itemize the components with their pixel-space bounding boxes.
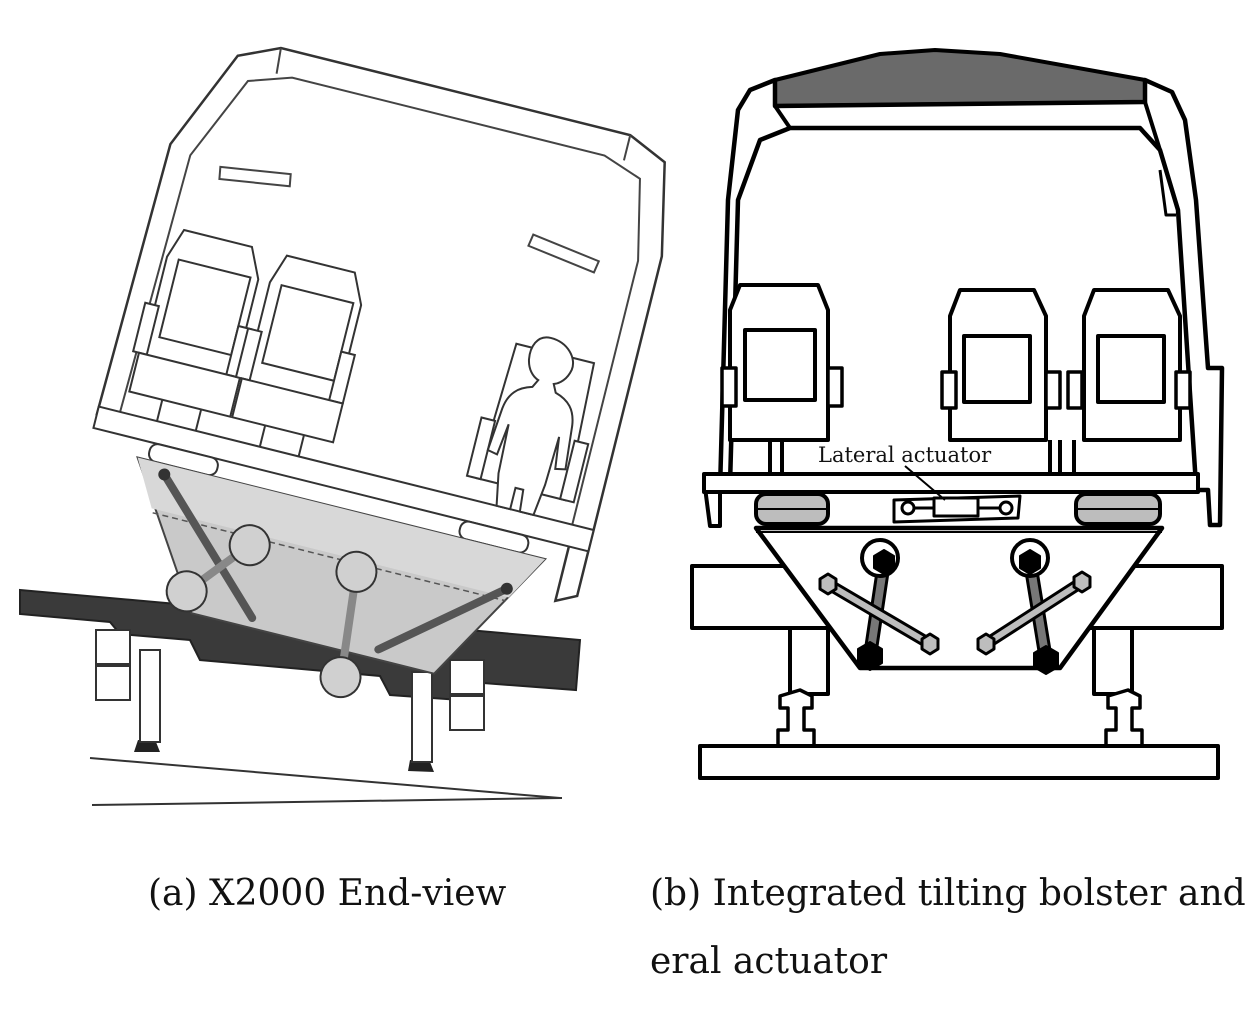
seat-left <box>720 283 844 474</box>
ground-sleeper <box>698 744 1220 780</box>
tilt-link-left <box>160 470 257 622</box>
joint-right-outer <box>1072 570 1092 594</box>
tilt-bolster-upper-band <box>137 457 546 598</box>
car-floor <box>702 472 1200 494</box>
pivot-upper-left <box>228 524 271 567</box>
wheel-box-left-1 <box>95 629 131 665</box>
lateral-actuator <box>892 494 1022 524</box>
bolster-dashed-line <box>152 512 507 602</box>
car-floor <box>92 405 595 553</box>
panel-b-drawing: Lateral actuator <box>690 48 1225 780</box>
pivot-upper-right <box>335 550 378 593</box>
joint-right-inner <box>976 632 996 656</box>
tilt-link-right <box>374 584 511 654</box>
caption-b-line-1: (b) Integrated tilting bolster and lat <box>650 873 1249 914</box>
roof-panel <box>773 48 1147 108</box>
luggage-rack-right <box>527 233 601 274</box>
caption-panel-b: (b) Integrated tilting bolster and lat e… <box>650 860 1249 996</box>
leg-left <box>139 649 161 743</box>
roof-line <box>275 47 282 74</box>
tilt-bolster <box>753 525 1165 671</box>
caption-a-line-1: (a) X2000 End-view <box>148 873 507 914</box>
joint-left-outer <box>818 572 838 596</box>
luggage-rack-left <box>218 165 292 188</box>
pivot-upper-left <box>873 549 895 575</box>
passenger-silhouette <box>486 336 574 517</box>
pivot-lower-right <box>319 656 362 699</box>
rail-left <box>776 688 816 748</box>
pivot-lower-left <box>857 641 883 671</box>
panel-a-drawing <box>19 46 666 806</box>
rail-right <box>1104 688 1144 748</box>
ground-line-upper <box>89 757 561 799</box>
pivot-upper-right <box>1019 549 1041 575</box>
wheel-box-right-2 <box>449 695 485 731</box>
roof-strut-right <box>1143 101 1162 151</box>
bogie-frame <box>19 588 582 702</box>
swing-arm-right-fill <box>983 579 1085 647</box>
wheel-box-right-1 <box>449 659 485 695</box>
lateral-actuator-label: Lateral actuator <box>818 443 992 467</box>
caption-b-line-2: eral actuator <box>650 941 888 982</box>
seat-left-2 <box>230 254 363 457</box>
link-end-right <box>500 582 513 595</box>
post-left <box>788 628 830 696</box>
pivot-lower-right <box>1033 645 1059 675</box>
seat-middle <box>940 288 1062 474</box>
roof-line-right <box>622 134 632 161</box>
wheel-box-left-2 <box>95 665 131 701</box>
seat-right <box>1066 288 1192 474</box>
roof-strut-left <box>773 104 792 130</box>
ground-line-lower <box>91 797 563 806</box>
car-body-inner <box>727 125 1199 486</box>
lateral-actuator-leader <box>904 465 946 501</box>
leg-right <box>411 671 433 763</box>
car-body-inner <box>119 76 641 525</box>
caption-panel-a: (a) X2000 End-view <box>148 860 506 928</box>
pivot-lower-left <box>165 570 208 613</box>
side-detail-right <box>1158 169 1176 217</box>
swing-arm-left-fill <box>825 581 933 647</box>
post-right <box>1092 628 1134 696</box>
link-end-left <box>158 468 171 481</box>
seat-left-1 <box>128 228 260 432</box>
joint-left-inner <box>920 632 940 656</box>
